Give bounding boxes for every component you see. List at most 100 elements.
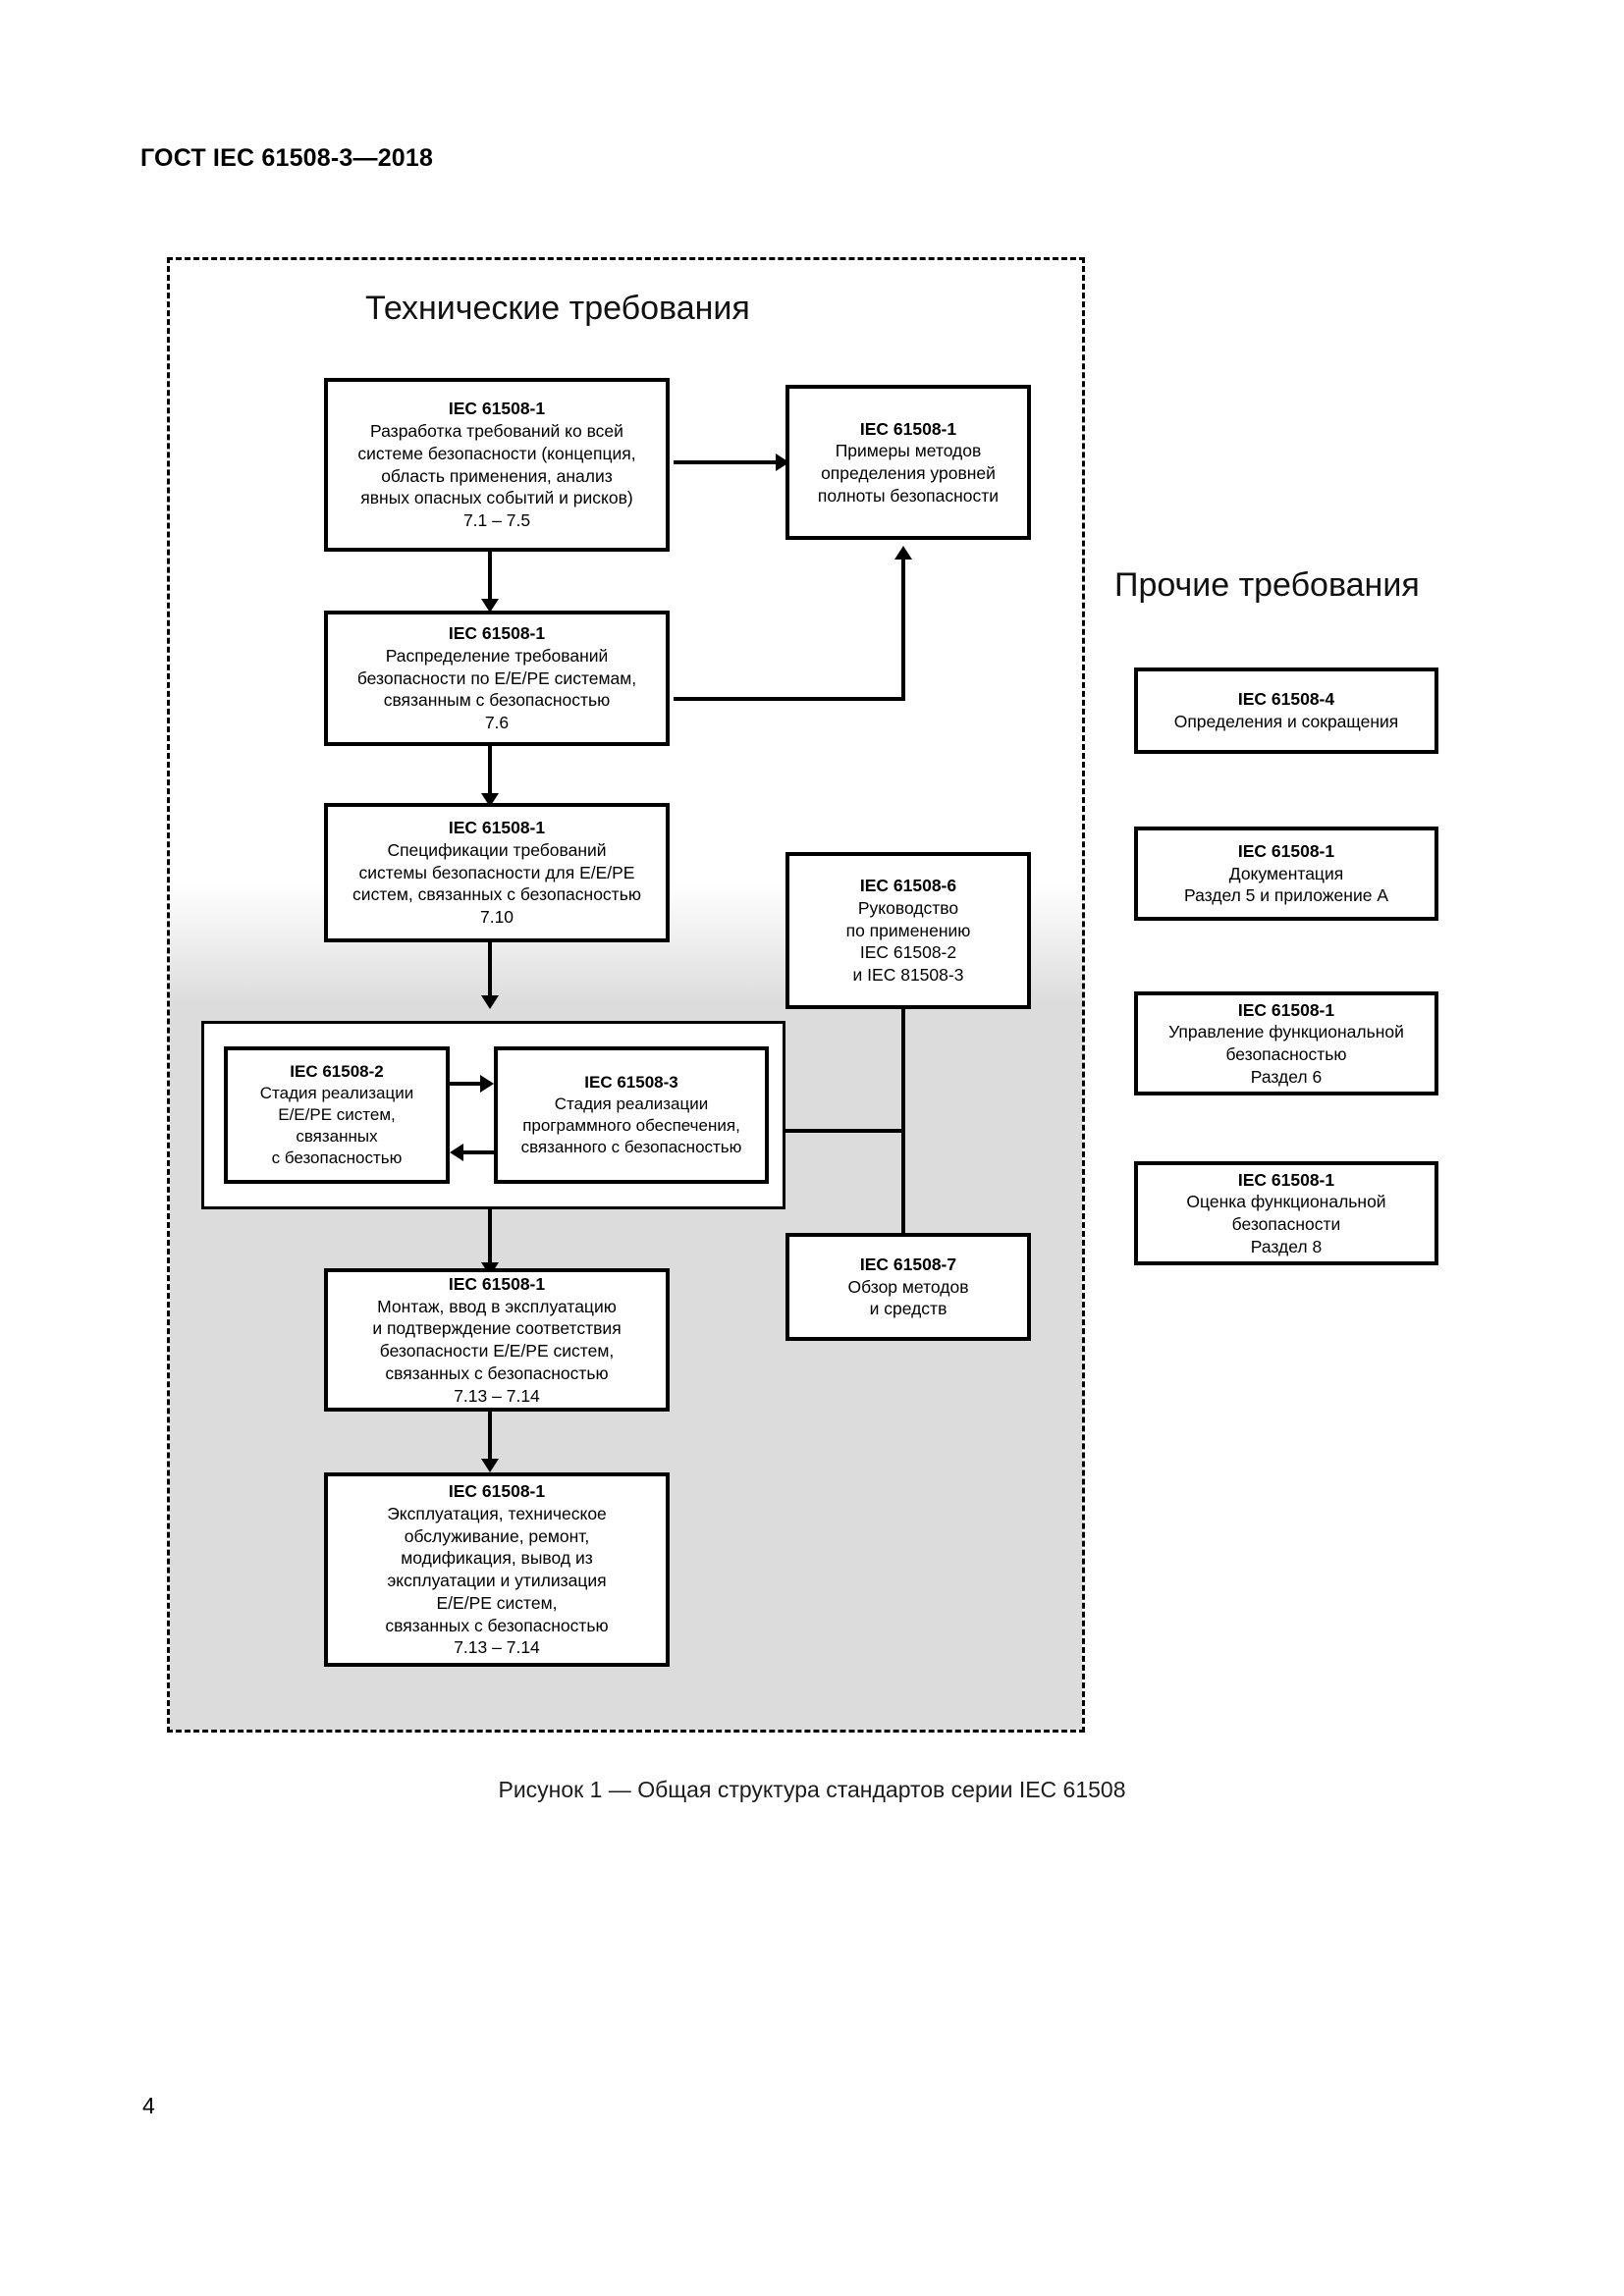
box-safety-requirements-specification[interactable]: IEC 61508-1 Спецификации требований сист… <box>324 803 670 942</box>
box-line: эксплуатации и утилизация <box>387 1571 607 1590</box>
box-safety-requirements-allocation[interactable]: IEC 61508-1 Распределение требований без… <box>324 611 670 746</box>
box-line: Раздел 8 <box>1250 1236 1323 1256</box>
connector-install-to-operation <box>488 1412 492 1463</box>
box-line: связанных с безопасностью <box>385 1615 609 1635</box>
box-title: IEC 61508-4 <box>1237 689 1335 710</box>
box-line: модификация, вывод из <box>401 1548 593 1569</box>
box-line: безопасности <box>1231 1214 1341 1234</box>
box-line: систем, связанных с безопасностью <box>352 884 641 905</box>
box-line: по применению <box>845 920 971 940</box>
box-line: Раздел 5 и приложение A <box>1183 885 1388 906</box>
box-line: безопасности E/E/PE систем, <box>379 1341 615 1361</box>
box-line: область применения, анализ <box>381 465 613 486</box>
box-title: IEC 61508-1 <box>1237 1169 1335 1190</box>
box-line: связанным с безопасностью <box>383 690 611 711</box>
box-line: Примеры методов <box>835 441 982 461</box>
box-title: IEC 61508-1 <box>1237 840 1335 861</box>
box-line: Разработка требований ко всей <box>370 421 623 441</box>
connector-2-to-3-top <box>450 1082 482 1086</box>
box-line: Оценка функциональной <box>1186 1192 1386 1212</box>
box-documentation[interactable]: IEC 61508-1 Документация Раздел 5 и прил… <box>1134 827 1438 921</box>
connector-3-to-2-bottom <box>463 1150 496 1154</box>
box-line: и IEC 81508-3 <box>852 965 964 986</box>
connector-1-to-3 <box>488 552 492 603</box>
box-operation-maintenance-decommissioning[interactable]: IEC 61508-1 Эксплуатация, техническое об… <box>324 1472 670 1667</box>
box-line: связанных <box>296 1127 378 1147</box>
box-functional-safety-assessment[interactable]: IEC 61508-1 Оценка функциональной безопа… <box>1134 1161 1438 1265</box>
box-line: IEC 61508-2 <box>859 942 957 963</box>
box-guidelines-application[interactable]: IEC 61508-6 Руководство по применению IE… <box>785 852 1031 1009</box>
box-line: Документация <box>1228 863 1344 883</box>
box-line: системы безопасности для E/E/PE <box>358 862 635 882</box>
connector-3-to-2-horizontal <box>674 697 905 701</box>
box-line: связанного с безопасностью <box>520 1138 742 1157</box>
box-sil-determination-examples[interactable]: IEC 61508-1 Примеры методов определения … <box>785 385 1031 540</box>
arrowhead-1-to-3 <box>481 599 499 613</box>
box-line: Монтаж, ввод в эксплуатацию <box>377 1296 617 1316</box>
box-line: безопасностью <box>1225 1044 1347 1064</box>
box-line: обслуживание, ремонт, <box>404 1525 590 1546</box>
connector-group-to-install <box>488 1209 492 1266</box>
connector-4-to-group <box>488 942 492 999</box>
box-line: Распределение требований <box>385 645 609 666</box>
box-line: полноты безопасности <box>817 485 1000 506</box>
box-line: 7.10 <box>479 907 514 928</box>
box-eepe-realisation-phase[interactable]: IEC 61508-2 Стадия реализации E/E/PE сис… <box>224 1046 450 1184</box>
connector-6-to-group <box>785 1129 905 1133</box>
box-line: Стадия реализации <box>554 1094 709 1113</box>
box-line: с безопасностью <box>271 1148 403 1168</box>
box-line: 7.13 – 7.14 <box>454 1637 540 1658</box>
other-requirements-title: Прочие требования <box>1114 566 1420 604</box>
box-line: Эксплуатация, техническое <box>387 1503 607 1523</box>
box-line: и подтверждение соответствия <box>372 1318 622 1339</box>
connector-6-to-7 <box>901 1009 905 1233</box>
box-installation-commissioning-validation[interactable]: IEC 61508-1 Монтаж, ввод в эксплуатацию … <box>324 1268 670 1412</box>
box-functional-safety-management[interactable]: IEC 61508-1 Управление функциональной бе… <box>1134 991 1438 1095</box>
box-line: Руководство <box>857 897 959 918</box>
box-title: IEC 61508-3 <box>584 1072 678 1092</box>
box-line: системе безопасности (концепция, <box>357 443 636 463</box>
box-line: определения уровней <box>821 463 996 483</box>
box-title: IEC 61508-1 <box>1237 999 1335 1020</box>
document-header: ГОСТ IEC 61508-3—2018 <box>140 144 434 172</box>
box-line: безопасности по E/E/PE системам, <box>356 667 637 688</box>
box-line: и средств <box>869 1299 947 1319</box>
connector-3-to-4 <box>488 746 492 797</box>
box-line: 7.1 – 7.5 <box>462 510 531 530</box>
box-title: IEC 61508-1 <box>448 623 546 644</box>
box-line: E/E/PE систем, <box>436 1592 558 1613</box>
box-line: Спецификации требований <box>387 839 607 860</box>
figure-caption: Рисунок 1 — Общая структура стандартов с… <box>498 1777 1126 1802</box>
box-line: Раздел 6 <box>1250 1066 1323 1087</box>
arrowhead-3-to-2 <box>894 546 912 560</box>
technical-requirements-frame <box>167 257 1085 1733</box>
arrowhead-install-to-operation <box>481 1459 499 1472</box>
box-line: Определения и сокращения <box>1173 712 1399 731</box>
box-software-realisation-phase[interactable]: IEC 61508-3 Стадия реализации программно… <box>494 1046 769 1184</box>
box-line: Стадия реализации <box>259 1083 414 1102</box>
arrowhead-3-to-2-back <box>450 1144 463 1161</box>
box-definitions-abbreviations[interactable]: IEC 61508-4 Определения и сокращения <box>1134 667 1438 754</box>
arrowhead-2-to-3 <box>480 1075 494 1093</box>
box-line: связанных с безопасностью <box>385 1362 609 1383</box>
connector-1-to-2 <box>674 460 782 464</box>
box-title: IEC 61508-1 <box>859 418 957 439</box>
box-line: явных опасных событий и рисков) <box>360 488 633 508</box>
arrowhead-4-to-group <box>481 995 499 1009</box>
box-line: 7.13 – 7.14 <box>454 1385 540 1406</box>
box-overview-techniques-measures[interactable]: IEC 61508-7 Обзор методов и средств <box>785 1233 1031 1341</box>
box-line: E/E/PE систем, <box>278 1104 396 1124</box>
box-line: 7.6 <box>484 713 510 733</box>
box-title: IEC 61508-1 <box>448 1273 546 1294</box>
box-title: IEC 61508-1 <box>448 1481 546 1501</box>
box-title: IEC 61508-6 <box>859 876 957 896</box>
box-overall-safety-requirements[interactable]: IEC 61508-1 Разработка требований ко все… <box>324 378 670 552</box>
box-line: Обзор методов <box>847 1276 969 1297</box>
box-line: программного обеспечения, <box>522 1116 740 1135</box>
technical-requirements-title: Технические требования <box>365 290 750 327</box>
box-title: IEC 61508-7 <box>859 1254 957 1274</box>
box-line: Управление функциональной <box>1168 1022 1404 1042</box>
connector-3-to-2-vertical <box>901 560 905 701</box>
box-title: IEC 61508-1 <box>448 818 546 838</box>
